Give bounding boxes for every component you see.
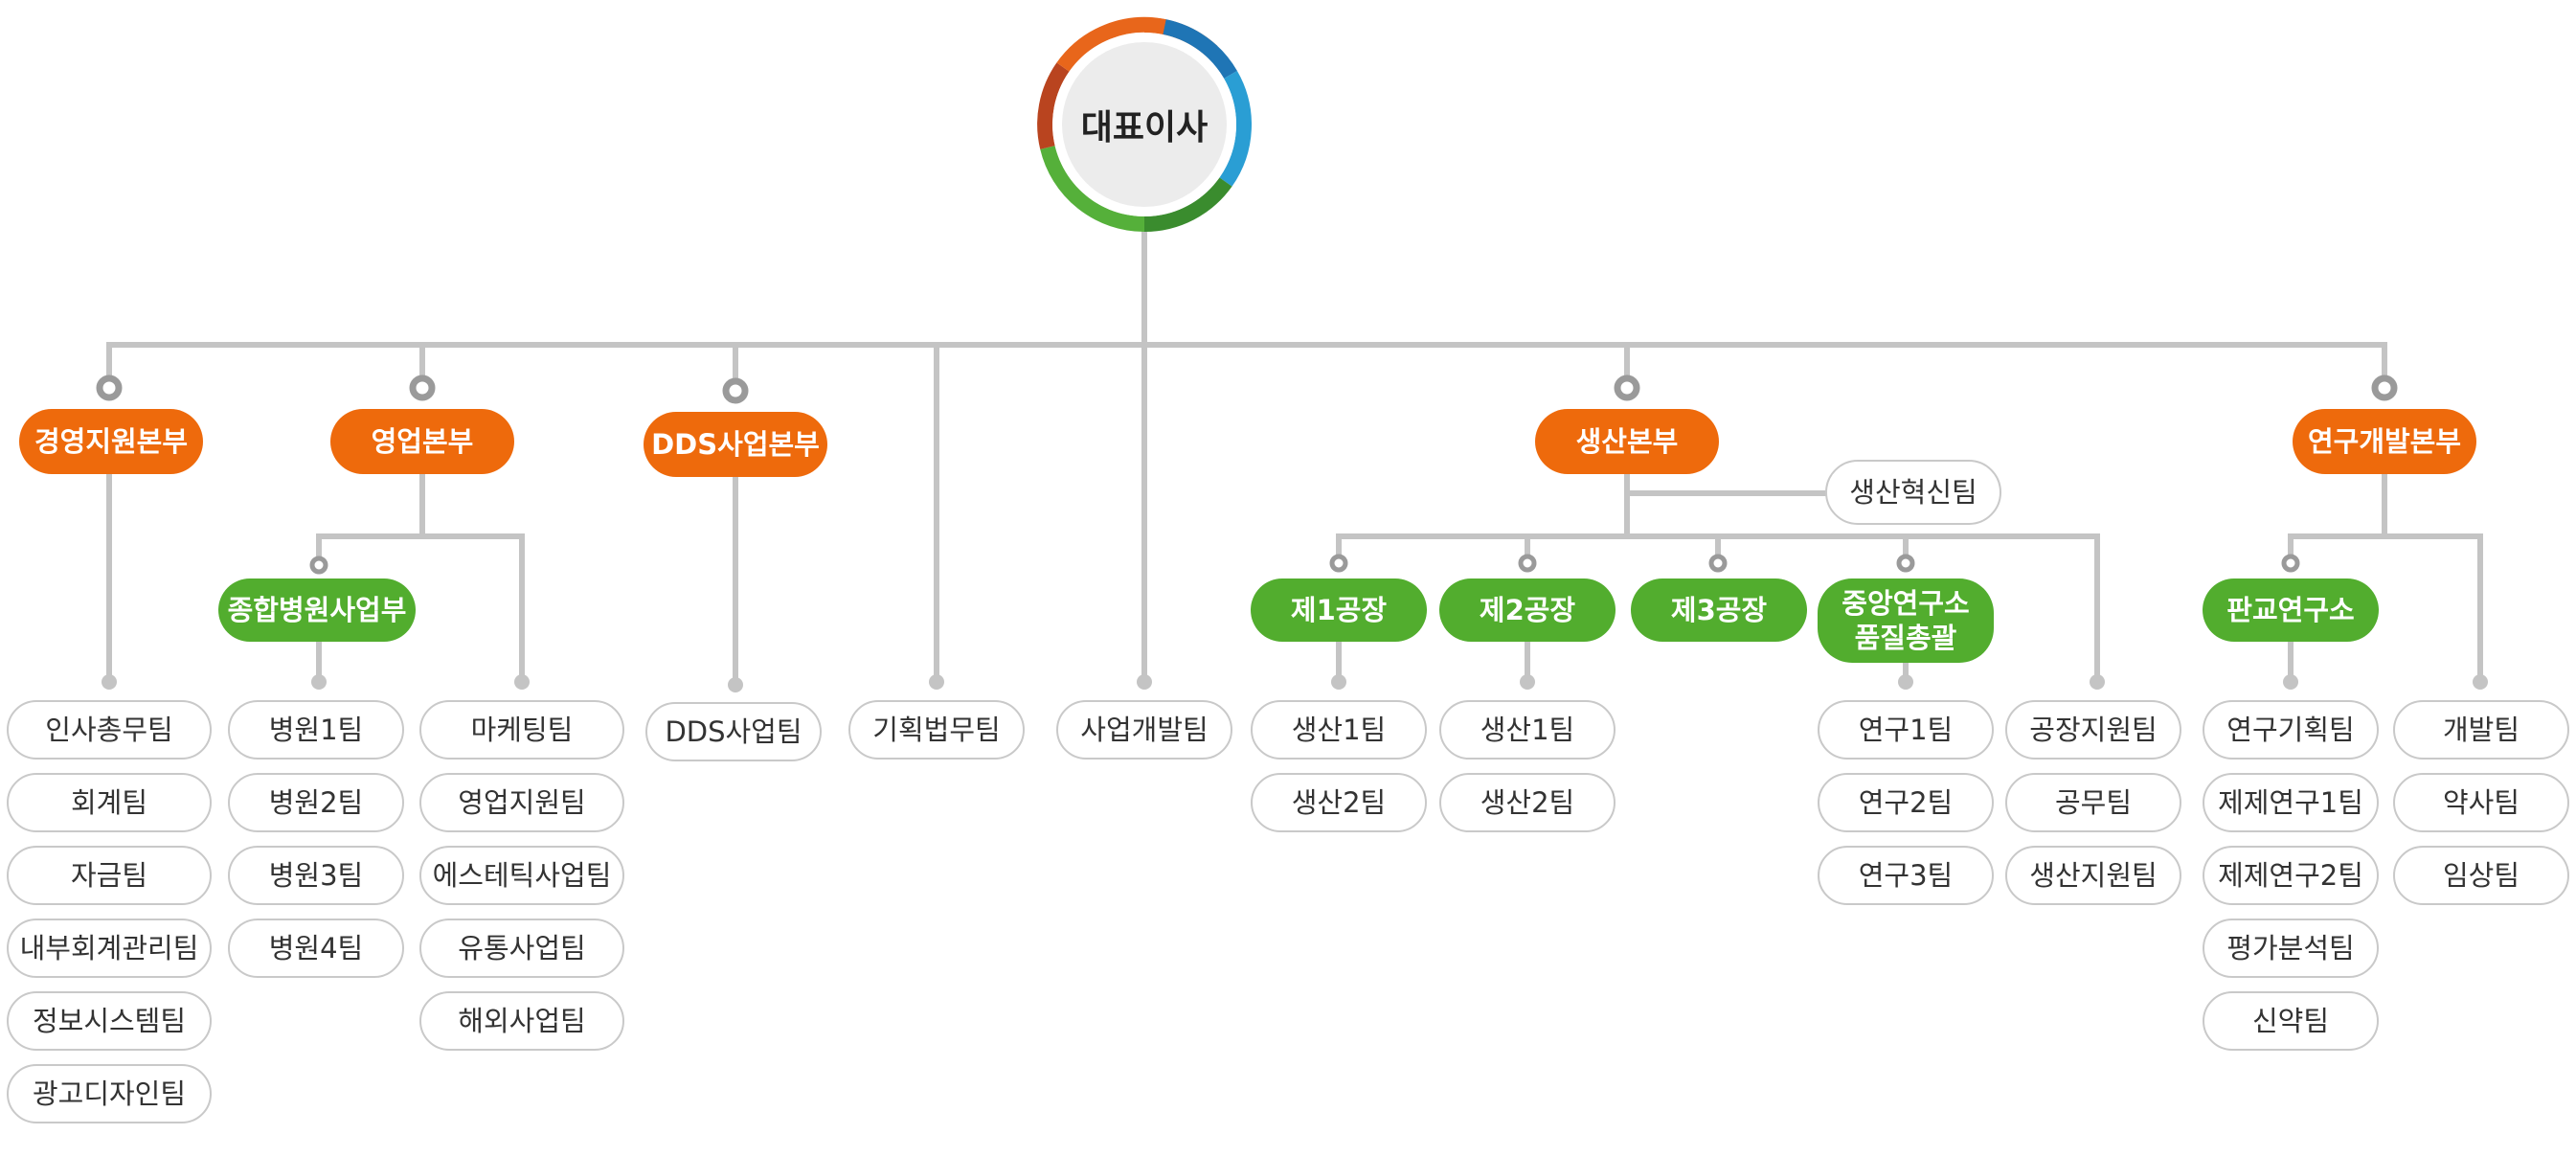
unit-general-hospital[interactable]: 종합병원사업부 bbox=[218, 578, 416, 642]
ceo-ring bbox=[1037, 16, 1252, 233]
team-biz-dev[interactable]: 사업개발팀 bbox=[1056, 700, 1232, 760]
team-engineering[interactable]: 공무팀 bbox=[2005, 773, 2181, 832]
team-marketing[interactable]: 마케팅팀 bbox=[419, 700, 624, 760]
unit-central-lab-line2: 품질총괄 bbox=[1854, 622, 1957, 654]
team-plant2-prod-2[interactable]: 생산2팀 bbox=[1439, 773, 1616, 832]
team-hospital-3[interactable]: 병원3팀 bbox=[228, 846, 404, 905]
team-dds[interactable]: DDS사업팀 bbox=[645, 702, 822, 761]
team-ad-design[interactable]: 광고디자인팀 bbox=[7, 1064, 212, 1123]
unit-plant-3[interactable]: 제3공장 bbox=[1631, 578, 1807, 642]
unit-plant-1[interactable]: 제1공장 bbox=[1251, 578, 1427, 642]
team-overseas[interactable]: 해외사업팀 bbox=[419, 991, 624, 1051]
team-production-support[interactable]: 생산지원팀 bbox=[2005, 846, 2181, 905]
team-plant1-prod-1[interactable]: 생산1팀 bbox=[1251, 700, 1427, 760]
team-clinical[interactable]: 임상팀 bbox=[2393, 846, 2569, 905]
division-rnd[interactable]: 연구개발본부 bbox=[2293, 409, 2476, 474]
unit-central-lab-line1: 중앙연구소 bbox=[1842, 586, 1970, 620]
team-planning-legal[interactable]: 기획법무팀 bbox=[848, 700, 1025, 760]
team-accounting[interactable]: 회계팀 bbox=[7, 773, 212, 832]
unit-central-lab[interactable]: 중앙연구소 품질총괄 bbox=[1818, 578, 1994, 663]
unit-pangyo-lab[interactable]: 판교연구소 bbox=[2203, 578, 2379, 642]
unit-plant-2[interactable]: 제2공장 bbox=[1439, 578, 1616, 642]
team-info-system[interactable]: 정보시스템팀 bbox=[7, 991, 212, 1051]
team-distribution[interactable]: 유통사업팀 bbox=[419, 919, 624, 978]
team-hospital-2[interactable]: 병원2팀 bbox=[228, 773, 404, 832]
team-formulation-1[interactable]: 제제연구1팀 bbox=[2203, 773, 2379, 832]
team-development[interactable]: 개발팀 bbox=[2393, 700, 2569, 760]
team-aesthetic[interactable]: 에스테틱사업팀 bbox=[419, 846, 624, 905]
division-production[interactable]: 생산본부 bbox=[1535, 409, 1719, 474]
team-new-drug[interactable]: 신약팀 bbox=[2203, 991, 2379, 1051]
division-management[interactable]: 경영지원본부 bbox=[19, 409, 203, 474]
team-finance[interactable]: 자금팀 bbox=[7, 846, 212, 905]
team-sales-support[interactable]: 영업지원팀 bbox=[419, 773, 624, 832]
division-sales[interactable]: 영업본부 bbox=[330, 409, 514, 474]
team-evaluation[interactable]: 평가분석팀 bbox=[2203, 919, 2379, 978]
team-research-1[interactable]: 연구1팀 bbox=[1818, 700, 1994, 760]
team-plant2-prod-1[interactable]: 생산1팀 bbox=[1439, 700, 1616, 760]
division-dds[interactable]: DDS사업본부 bbox=[644, 412, 827, 477]
team-plant1-prod-2[interactable]: 생산2팀 bbox=[1251, 773, 1427, 832]
team-pharmacy[interactable]: 약사팀 bbox=[2393, 773, 2569, 832]
team-research-3[interactable]: 연구3팀 bbox=[1818, 846, 1994, 905]
team-hr[interactable]: 인사총무팀 bbox=[7, 700, 212, 760]
ceo-label: 대표이사 bbox=[1080, 108, 1209, 147]
team-hospital-4[interactable]: 병원4팀 bbox=[228, 919, 404, 978]
team-internal-audit[interactable]: 내부회계관리팀 bbox=[7, 919, 212, 978]
team-formulation-2[interactable]: 제제연구2팀 bbox=[2203, 846, 2379, 905]
team-production-innovation[interactable]: 생산혁신팀 bbox=[1825, 460, 2001, 525]
team-research-planning[interactable]: 연구기획팀 bbox=[2203, 700, 2379, 760]
team-research-2[interactable]: 연구2팀 bbox=[1818, 773, 1994, 832]
team-hospital-1[interactable]: 병원1팀 bbox=[228, 700, 404, 760]
team-plant-support[interactable]: 공장지원팀 bbox=[2005, 700, 2181, 760]
